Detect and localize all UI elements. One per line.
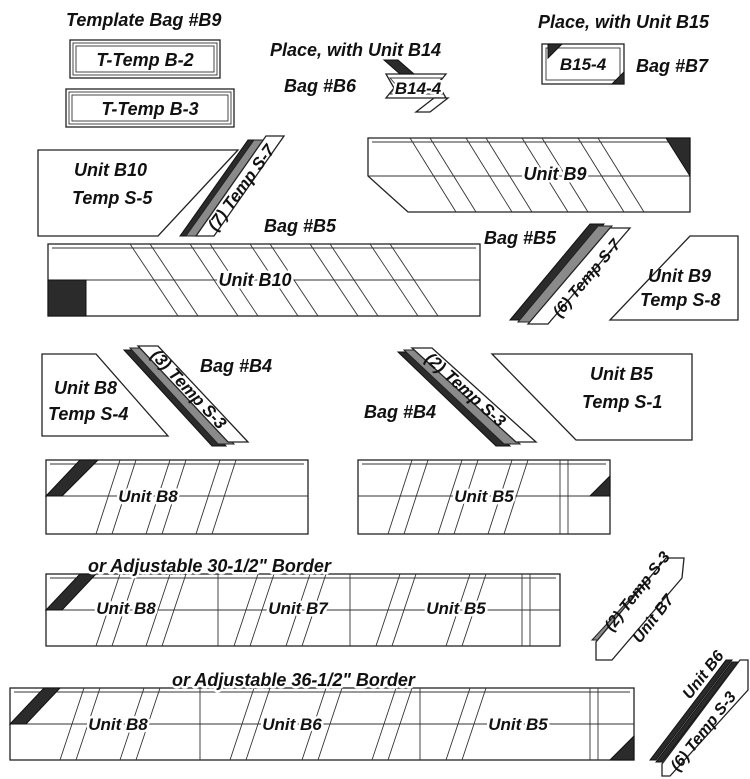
piece-unit-b10-s5 (37, 149, 240, 237)
label-t-temp-b3: T-Temp B-3 (101, 99, 198, 119)
piece-b15-4 (541, 43, 625, 85)
unit-b5-strip (357, 459, 611, 535)
label-temp-s5: Temp S-5 (72, 188, 153, 208)
unit-b8-strip (44, 459, 309, 535)
label-unit-b6-36: Unit B6 (262, 715, 322, 734)
label-bag-b4-a: Bag #B4 (200, 356, 272, 376)
label-unit-b10-strip: Unit B10 (218, 270, 291, 290)
label-place-with-b15: Place, with Unit B15 (538, 12, 710, 32)
stack-side-b7 (590, 557, 685, 661)
label-border-36: or Adjustable 36-1/2" Border (172, 670, 416, 690)
label-unit-b8-strip: Unit B8 (118, 487, 178, 506)
label-temp-s1: Temp S-1 (582, 392, 662, 412)
label-unit-b5-36: Unit B5 (488, 715, 548, 734)
label-template-bag-b9: Template Bag #B9 (66, 10, 221, 30)
stack-temp-s3-3 (122, 345, 250, 447)
label-unit-b8-30: Unit B8 (96, 599, 156, 618)
piece-unit-b8-s4 (41, 353, 170, 437)
template-b2 (69, 39, 221, 79)
label-bag-b5-a: Bag #B5 (264, 216, 337, 236)
border-36-row (8, 687, 635, 761)
stack-temp-s7-6 (508, 223, 632, 325)
label-bag-b5-b: Bag #B5 (484, 228, 557, 248)
label-unit-b5-strip: Unit B5 (454, 487, 514, 506)
label-unit-b5: Unit B5 (590, 364, 654, 384)
label-temp-s4: Temp S-4 (48, 404, 128, 424)
border-30-row (44, 573, 561, 647)
template-b3 (65, 88, 235, 128)
label-unit-b9: Unit B9 (524, 164, 587, 184)
stack-side-b6 (648, 659, 749, 777)
label-border-30: or Adjustable 30-1/2" Border (88, 556, 332, 576)
label-temp-s8: Temp S-8 (640, 290, 720, 310)
unit-b10-strip (47, 243, 481, 317)
label-unit-b8: Unit B8 (54, 378, 117, 398)
label-bag-b4-b: Bag #B4 (364, 402, 436, 422)
label-place-with-b14: Place, with Unit B14 (270, 40, 441, 60)
label-b15-4: B15-4 (560, 55, 607, 74)
unit-b9-strip (367, 137, 691, 213)
label-unit-b5-30: Unit B5 (426, 599, 486, 618)
label-bag-b6: Bag #B6 (284, 76, 357, 96)
label-bag-b7: Bag #B7 (636, 56, 709, 76)
stack-temp-s7-7 (179, 135, 286, 237)
piece-unit-b9-s8 (608, 235, 739, 321)
label-unit-b10: Unit B10 (74, 160, 147, 180)
label-unit-b9-b: Unit B9 (648, 266, 711, 286)
piece-unit-b5-s1 (490, 353, 693, 441)
label-unit-b7-30: Unit B7 (268, 599, 329, 618)
label-b14-4: B14-4 (395, 79, 442, 98)
label-t-temp-b2: T-Temp B-2 (96, 50, 193, 70)
stack-temp-s3-2 (396, 347, 538, 447)
label-unit-b8-36: Unit B8 (88, 715, 148, 734)
piece-b14-4 (382, 59, 450, 113)
